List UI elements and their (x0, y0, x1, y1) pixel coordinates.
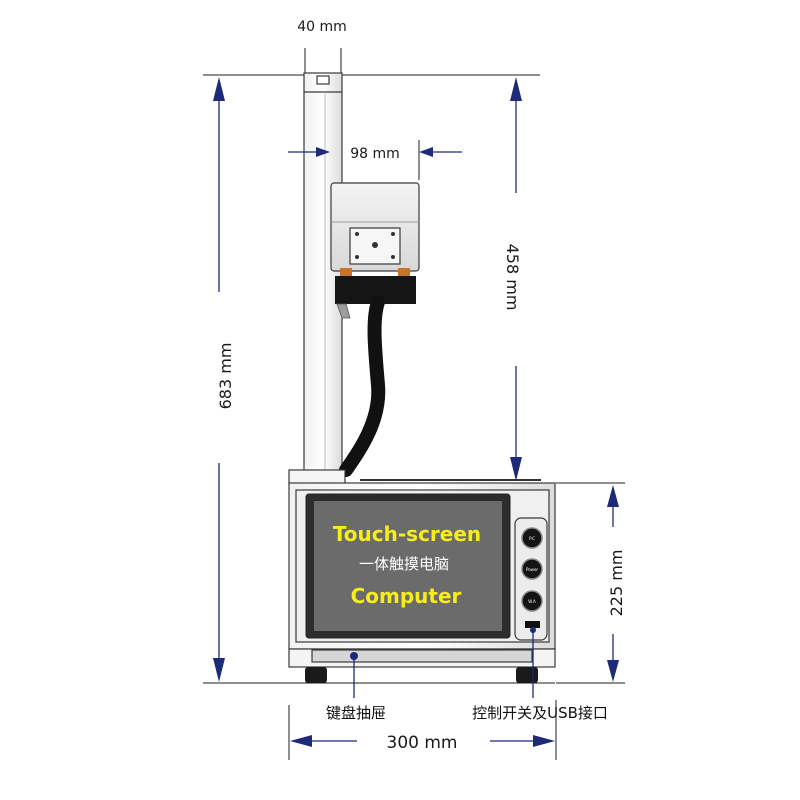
dim-total-height: 683 mm (216, 343, 235, 410)
screen-subtitle-en: Computer (351, 584, 462, 608)
dim-cabinet-width: 300 mm (387, 733, 458, 753)
power-button-label: Power (526, 567, 538, 572)
dim-total-height-arrows (213, 77, 225, 682)
dim-head-width: 98 mm (350, 146, 400, 162)
dim-cabinet-width-arrows (290, 735, 555, 747)
pc-button[interactable]: P.C (521, 527, 543, 549)
screen-title-cn: 一体触摸电脑 (359, 555, 449, 573)
screen-title-en: Touch-screen (333, 522, 481, 546)
dim-head-height-arrows (510, 77, 522, 481)
dim-cabinet-height: 225 mm (607, 550, 626, 617)
pc-button-label: P.C (529, 536, 535, 541)
laser-head (330, 182, 420, 477)
keyboard-drawer[interactable] (311, 649, 533, 663)
control-buttons: P.C Power W.A (521, 527, 543, 628)
callout-control-usb: 控制开关及USB接口 (472, 704, 608, 722)
column (303, 72, 343, 476)
wa-button[interactable]: W.A (521, 590, 543, 612)
dim-head-height: 458 mm (503, 244, 522, 311)
wa-button-label: W.A (528, 599, 536, 604)
callout-keyboard-drawer: 键盘抽屉 (326, 704, 386, 722)
usb-port[interactable] (525, 621, 540, 628)
cabinet (288, 469, 556, 683)
dim-cabinet-height-arrows (607, 485, 619, 682)
dim-column-width: 40 mm (297, 19, 347, 35)
callout-pointers (350, 627, 536, 698)
dim-head-width-arrows (288, 147, 462, 157)
power-button[interactable]: Power (521, 558, 543, 580)
touch-screen[interactable] (314, 501, 502, 631)
